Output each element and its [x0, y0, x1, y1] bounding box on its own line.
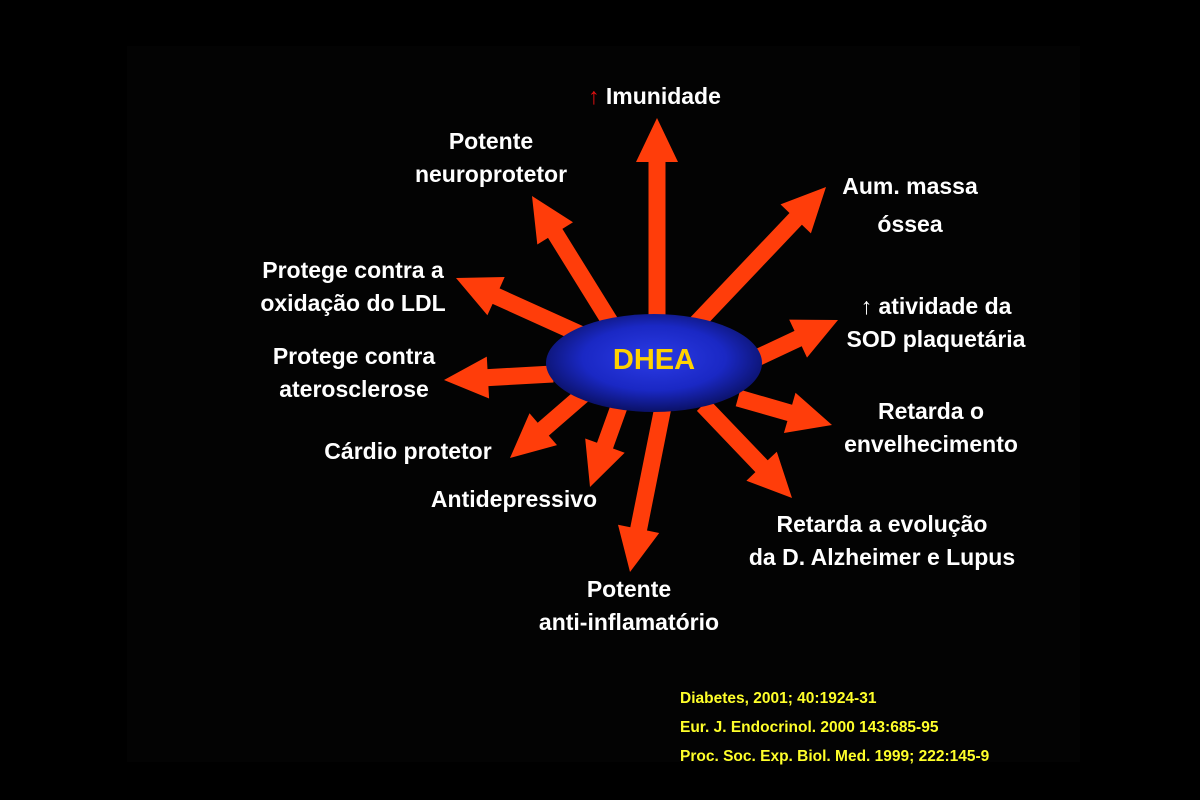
reference-item: Eur. J. Endocrinol. 2000 143:685-95	[680, 719, 939, 736]
effect-oxidacao-ldl-line2: oxidação do LDL	[260, 290, 446, 316]
effect-aterosclerose-line2: aterosclerose	[279, 376, 429, 402]
effect-neuroprotetor-line1: Potente	[448, 128, 534, 154]
effect-imunidade-text: Imunidade	[605, 83, 721, 109]
effect-anti-inflamatorio: Potente anti-inflamatório	[516, 573, 742, 639]
effect-cardio: Cárdio protetor	[306, 435, 510, 468]
effect-massa-ossea: Aum. massa óssea	[830, 167, 990, 243]
arrow-massa-ossea	[686, 187, 826, 333]
reference-item: Proc. Soc. Exp. Biol. Med. 1999; 222:145…	[680, 748, 990, 765]
arrow-envelhecimento	[735, 389, 832, 433]
arrow-aterosclerose	[444, 356, 554, 399]
up-arrow-icon: ↑	[588, 83, 600, 109]
effect-sod-line1: atividade da	[878, 293, 1012, 319]
effect-neuroprotetor-line2: neuroprotetor	[414, 161, 568, 187]
arrow-sod	[744, 319, 838, 370]
up-arrow-icon: ↑	[860, 293, 873, 319]
dhea-label: DHEA	[612, 344, 696, 376]
arrow-antidepressivo	[585, 401, 628, 487]
arrow-anti-inflamatorio	[618, 405, 672, 572]
effect-sod-line2: SOD plaquetária	[846, 326, 1026, 352]
effect-envelhecimento: Retarda o envelhecimento	[822, 395, 1040, 461]
dhea-ellipse	[546, 314, 762, 412]
effect-oxidacao-ldl-line1: Protege contra a	[262, 257, 444, 283]
effect-antidepressivo: Antidepressivo	[410, 483, 618, 516]
arrow-alzheimer	[696, 399, 792, 498]
effect-massa-ossea-line2: óssea	[877, 211, 943, 237]
effect-sod: ↑ atividade da SOD plaquetária	[822, 290, 1050, 356]
effect-aterosclerose-line1: Protege contra	[272, 343, 436, 369]
reference-item: Diabetes, 2001; 40:1924-31	[680, 690, 877, 707]
effect-neuroprotetor: Potente neuroprotetor	[396, 125, 586, 191]
arrow-imunidade	[636, 118, 678, 325]
effect-cardio-line1: Cárdio protetor	[324, 438, 492, 464]
effect-antidepressivo-line1: Antidepressivo	[430, 486, 598, 512]
references: Diabetes, 2001; 40:1924-31 Eur. J. Endoc…	[680, 684, 989, 771]
effect-anti-inflamatorio-line2: anti-inflamatório	[538, 609, 720, 635]
effect-massa-ossea-line1: Aum. massa	[842, 173, 978, 199]
effect-aterosclerose: Protege contra aterosclerose	[248, 340, 460, 406]
effect-oxidacao-ldl: Protege contra a oxidação do LDL	[236, 254, 470, 320]
effect-envelhecimento-line2: envelhecimento	[844, 431, 1018, 457]
effect-anti-inflamatorio-line1: Potente	[586, 576, 672, 602]
effect-alzheimer-line2: da D. Alzheimer e Lupus	[748, 544, 1016, 570]
arrow-group	[444, 118, 838, 572]
effect-alzheimer: Retarda a evolução da D. Alzheimer e Lup…	[718, 508, 1046, 574]
effect-imunidade: ↑ Imunidade	[588, 80, 721, 113]
arrow-oxidacao-ldl	[456, 277, 586, 343]
effect-envelhecimento-line1: Retarda o	[877, 398, 985, 424]
arrow-cardio	[510, 386, 591, 458]
effect-alzheimer-line1: Retarda a evolução	[776, 511, 988, 537]
arrow-neuroprotetor	[532, 196, 620, 330]
